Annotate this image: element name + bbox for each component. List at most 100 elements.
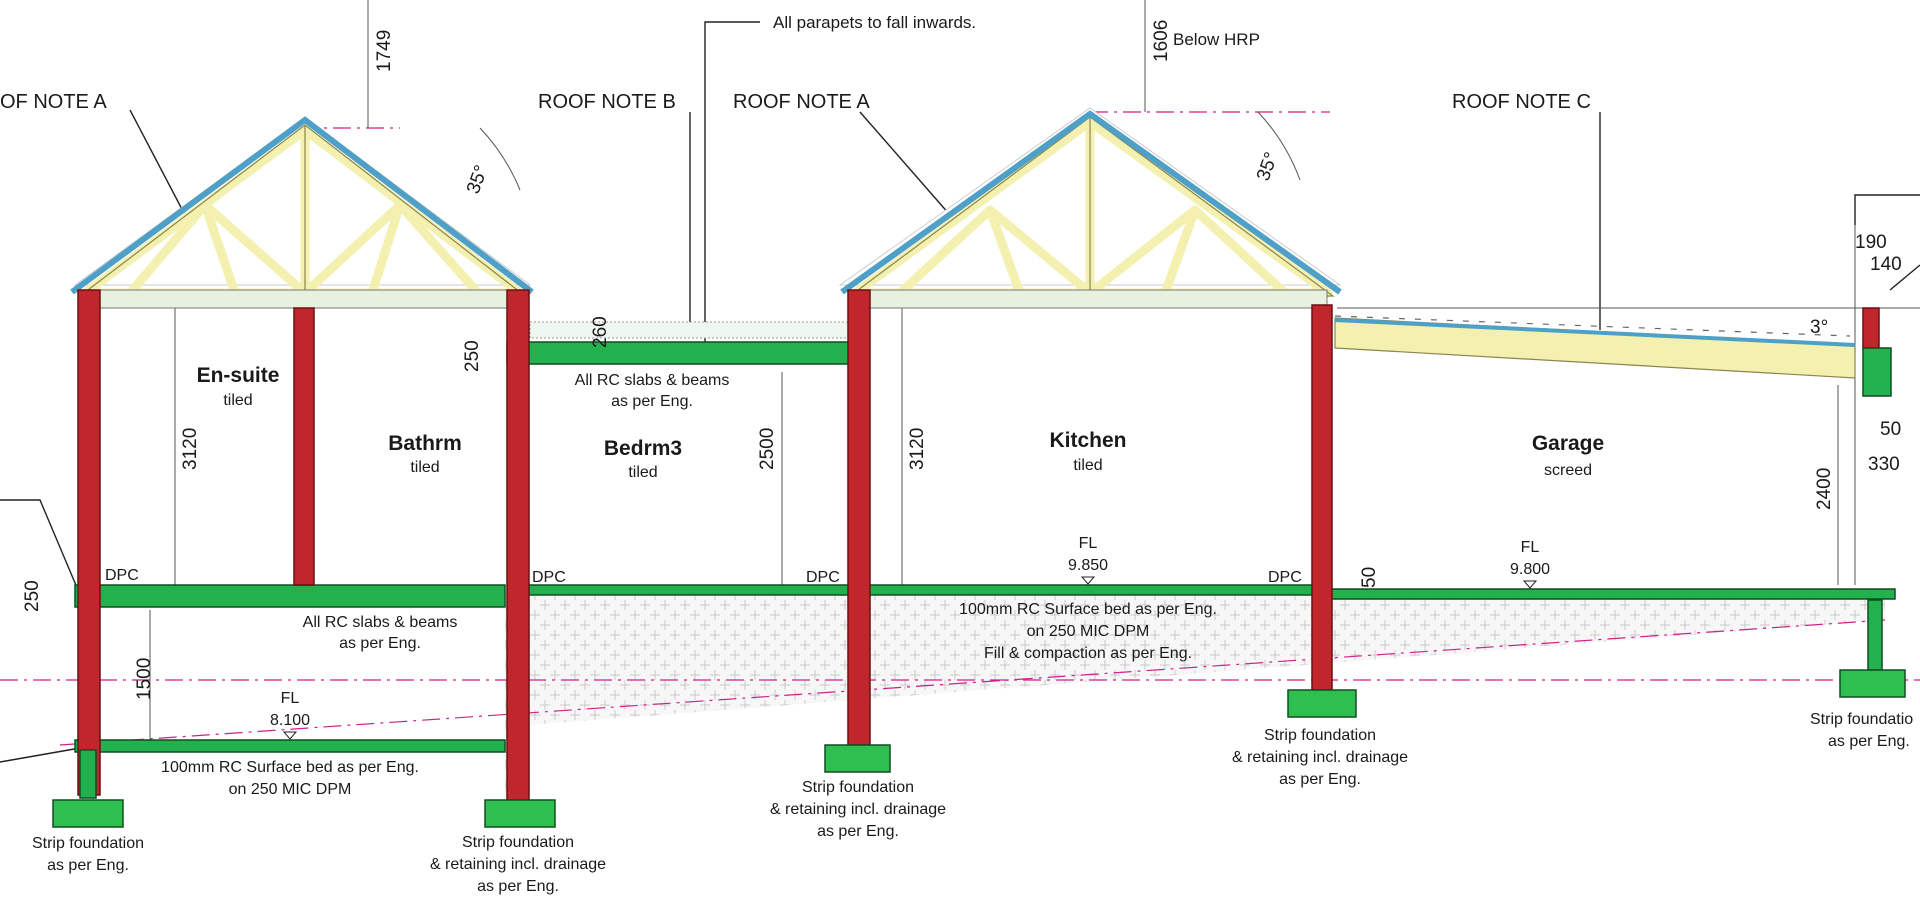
room-en-suite-name: En-suite	[197, 364, 280, 387]
column-1-base	[79, 749, 97, 799]
fl-marker-garage	[1522, 580, 1538, 589]
column-2	[293, 307, 315, 586]
dim-50-right: 50	[1880, 419, 1901, 440]
footing-2	[484, 799, 556, 828]
angle-35-right: 35°	[1253, 150, 1283, 184]
roof-note-a-left: OF NOTE A	[0, 91, 107, 113]
dim-2500: 2500	[757, 428, 778, 470]
parapet-note: All parapets to fall inwards.	[773, 13, 976, 32]
rc-slabs-lower-line1: All RC slabs & beams	[303, 614, 458, 631]
dpc-label-1: DPC	[105, 567, 139, 584]
room-garage-finish: screed	[1544, 462, 1592, 479]
column-1	[77, 289, 101, 796]
strip-foundation-2-line2: & retaining incl. drainage	[430, 856, 606, 873]
left-roof-tiles	[70, 116, 534, 295]
rc-slabs-lower-line2: as per Eng.	[339, 635, 421, 652]
strip-foundation-2-line3: as per Eng.	[477, 878, 559, 895]
kitchen-roof-truss	[838, 107, 1342, 309]
floor-slab-left	[74, 584, 506, 608]
strip-foundation-2-line1: Strip foundation	[462, 834, 574, 851]
dpc-label-3: DPC	[806, 569, 840, 586]
room-en-suite-finish: tiled	[223, 392, 252, 409]
rc-slabs-upper-line2: as per Eng.	[611, 393, 693, 410]
footing-5	[1839, 669, 1906, 698]
dim-140: 140	[1870, 254, 1902, 275]
strip-foundation-4-line2: & retaining incl. drainage	[1232, 749, 1408, 766]
left-slab-leader	[0, 499, 79, 591]
surface-bed-low-line2: on 250 MIC DPM	[229, 781, 352, 798]
room-kitchen-name: Kitchen	[1049, 429, 1126, 452]
surface-bed-mid-line2: on 250 MIC DPM	[1027, 623, 1150, 640]
dim-250-low: 250	[22, 580, 43, 612]
strip-foundation-3-line2: & retaining incl. drainage	[770, 801, 946, 818]
fl-marker-kitchen	[1080, 576, 1096, 585]
strip-foundation-5-line1: Strip foundatio	[1810, 711, 1913, 728]
strip-foundation-1-line1: Strip foundation	[32, 835, 144, 852]
strip-foundation-3-line1: Strip foundation	[802, 779, 914, 796]
room-bedrm3-name: Bedrm3	[604, 437, 682, 460]
column-4	[847, 289, 871, 746]
strip-foundation-5-line2: as per Eng.	[1828, 733, 1910, 750]
roof-note-a-left-leader	[129, 109, 186, 216]
roof-note-c: ROOF NOTE C	[1452, 91, 1591, 113]
kitchen-roof-tiles	[840, 110, 1342, 295]
right-detail-leader	[1854, 194, 1920, 291]
angle-3-garage: 3°	[1810, 317, 1828, 338]
dim-250-slab: 250	[462, 340, 483, 372]
dim-3120-mid: 3120	[907, 428, 928, 470]
footing-1	[52, 799, 124, 828]
dim-330: 330	[1868, 454, 1900, 475]
below-hrp-note: Below HRP	[1173, 30, 1260, 49]
arc-35-right	[1257, 111, 1301, 181]
left-roof-truss	[70, 116, 534, 309]
floor-slab-mid	[524, 584, 1321, 596]
room-bathrm-name: Bathrm	[388, 432, 462, 455]
angle-35-left: 35°	[463, 163, 493, 197]
room-kitchen-finish: tiled	[1073, 457, 1102, 474]
datum-line-slope	[59, 619, 1886, 746]
parapet-leader	[704, 21, 760, 350]
dim-190: 190	[1855, 232, 1887, 253]
left-bottom-leader	[0, 747, 81, 763]
room-bedrm3-finish: tiled	[628, 464, 657, 481]
column-3	[506, 289, 530, 801]
column-7-base	[1867, 599, 1883, 671]
strip-foundation-1-line2: as per Eng.	[47, 857, 129, 874]
strip-foundation-4-line3: as per Eng.	[1279, 771, 1361, 788]
surface-bed-low-line1: 100mm RC Surface bed as per Eng.	[161, 759, 419, 776]
roof-note-a: ROOF NOTE A	[733, 91, 870, 113]
fl-marker-lower	[282, 731, 298, 740]
garage-roof	[1334, 315, 1856, 379]
dim-1749: 1749	[374, 30, 395, 72]
strip-foundation-3-line3: as per Eng.	[817, 823, 899, 840]
dim-2400: 2400	[1814, 468, 1835, 510]
fl-label-lower: FL	[281, 690, 300, 707]
roof-note-a-leader	[859, 111, 951, 216]
room-bathrm-finish: tiled	[410, 459, 439, 476]
surface-bed-mid-line3: Fill & compaction as per Eng.	[984, 645, 1192, 662]
column-5	[1311, 304, 1333, 691]
arc-35-left	[479, 127, 521, 191]
strip-foundation-4-line1: Strip foundation	[1264, 727, 1376, 744]
footing-4	[1287, 689, 1357, 718]
dim-1500: 1500	[134, 658, 155, 700]
dim-3120-left: 3120	[180, 428, 201, 470]
fl-value-8100: 8.100	[270, 712, 310, 729]
fl-label-kitchen: FL	[1079, 535, 1098, 552]
footing-3	[824, 744, 891, 773]
lower-floor-slab	[74, 739, 506, 753]
floor-slab-garage	[1329, 588, 1896, 600]
surface-bed-mid-line1: 100mm RC Surface bed as per Eng.	[959, 601, 1217, 618]
dpc-label-2: DPC	[532, 569, 566, 586]
parapet-block-right	[1862, 347, 1892, 397]
room-garage-name: Garage	[1532, 432, 1604, 455]
column-6	[1862, 307, 1880, 349]
fl-label-garage: FL	[1521, 539, 1540, 556]
flat-roof-slab	[506, 341, 868, 365]
fl-value-9800: 9.800	[1510, 561, 1550, 578]
roof-note-b: ROOF NOTE B	[538, 91, 676, 113]
fl-value-9850: 9.850	[1068, 557, 1108, 574]
dim-50-fl: 50	[1359, 567, 1380, 588]
